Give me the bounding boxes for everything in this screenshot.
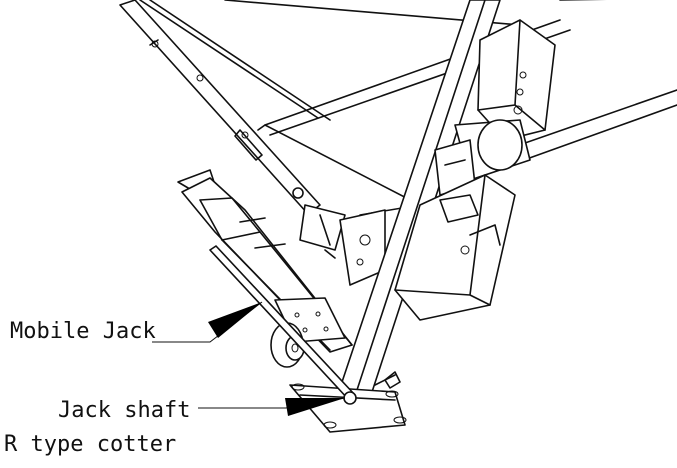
hydraulic-pump-box — [394, 174, 516, 321]
control-box-top — [477, 19, 556, 141]
r-type-cotter-label: R type cotter — [4, 432, 176, 457]
motor — [434, 119, 531, 196]
jack-shaft-label: Jack shaft — [58, 398, 190, 423]
r-type-cotter — [374, 371, 401, 389]
diagonal-arm — [119, 0, 321, 215]
base-frame — [139, 0, 677, 216]
pivot-bracket — [299, 204, 386, 286]
jack-shaft — [209, 245, 357, 405]
jack-shaft-leader — [198, 397, 346, 416]
mobile-jack — [177, 169, 353, 353]
mobile-jack-label: Mobile Jack — [10, 319, 156, 344]
column-base-plate — [289, 383, 407, 433]
mobile-jack-leader — [152, 301, 263, 343]
